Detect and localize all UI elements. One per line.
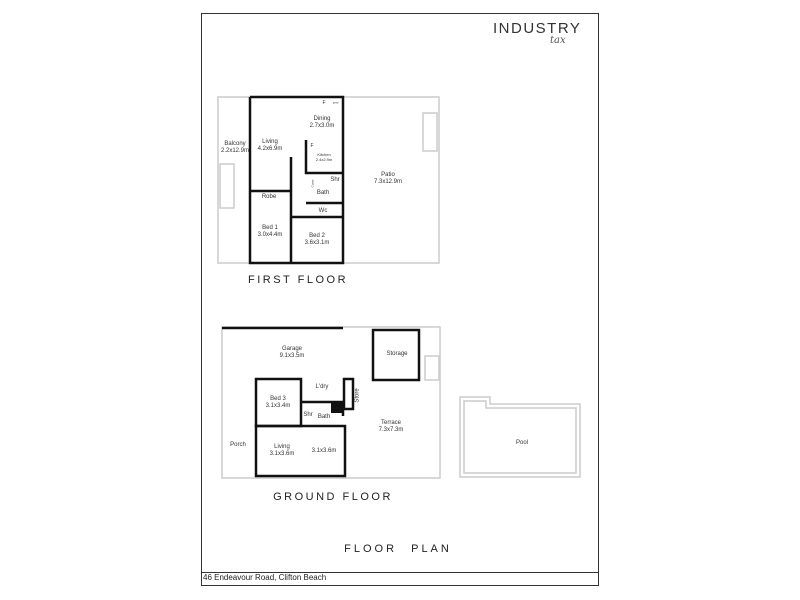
page-title: FLOOR PLAN	[344, 543, 452, 555]
ground-floor-title: GROUND FLOOR	[273, 491, 393, 503]
room-laundry: L'dry	[315, 384, 329, 390]
room-bath: Bath	[316, 190, 330, 196]
room-porch: Porch	[230, 442, 246, 448]
fridge-label-2: F	[310, 143, 314, 149]
logo-script: tax	[550, 35, 566, 46]
room-wc: Wc	[318, 208, 328, 214]
room-shower: Shr	[330, 177, 340, 183]
room-unnamed: 3.1x3.6m	[311, 448, 337, 454]
page-border	[201, 13, 599, 586]
address: 46 Endeavour Road, Clifton Beach	[201, 572, 599, 582]
pool: Pool	[515, 440, 529, 446]
first-floor-title: FIRST FLOOR	[247, 274, 349, 286]
room-shower-ground: Shr	[303, 412, 313, 418]
room-robe: Robe	[261, 194, 277, 200]
pantry-label: PTY	[333, 101, 339, 105]
room-storage: Storage	[386, 351, 408, 357]
room-store: Store	[354, 388, 361, 403]
logo: INDUSTRY	[493, 20, 582, 37]
fridge-label: F	[322, 100, 326, 106]
coats-label: Coats	[310, 179, 315, 188]
room-bath-ground: Bath	[317, 414, 331, 420]
